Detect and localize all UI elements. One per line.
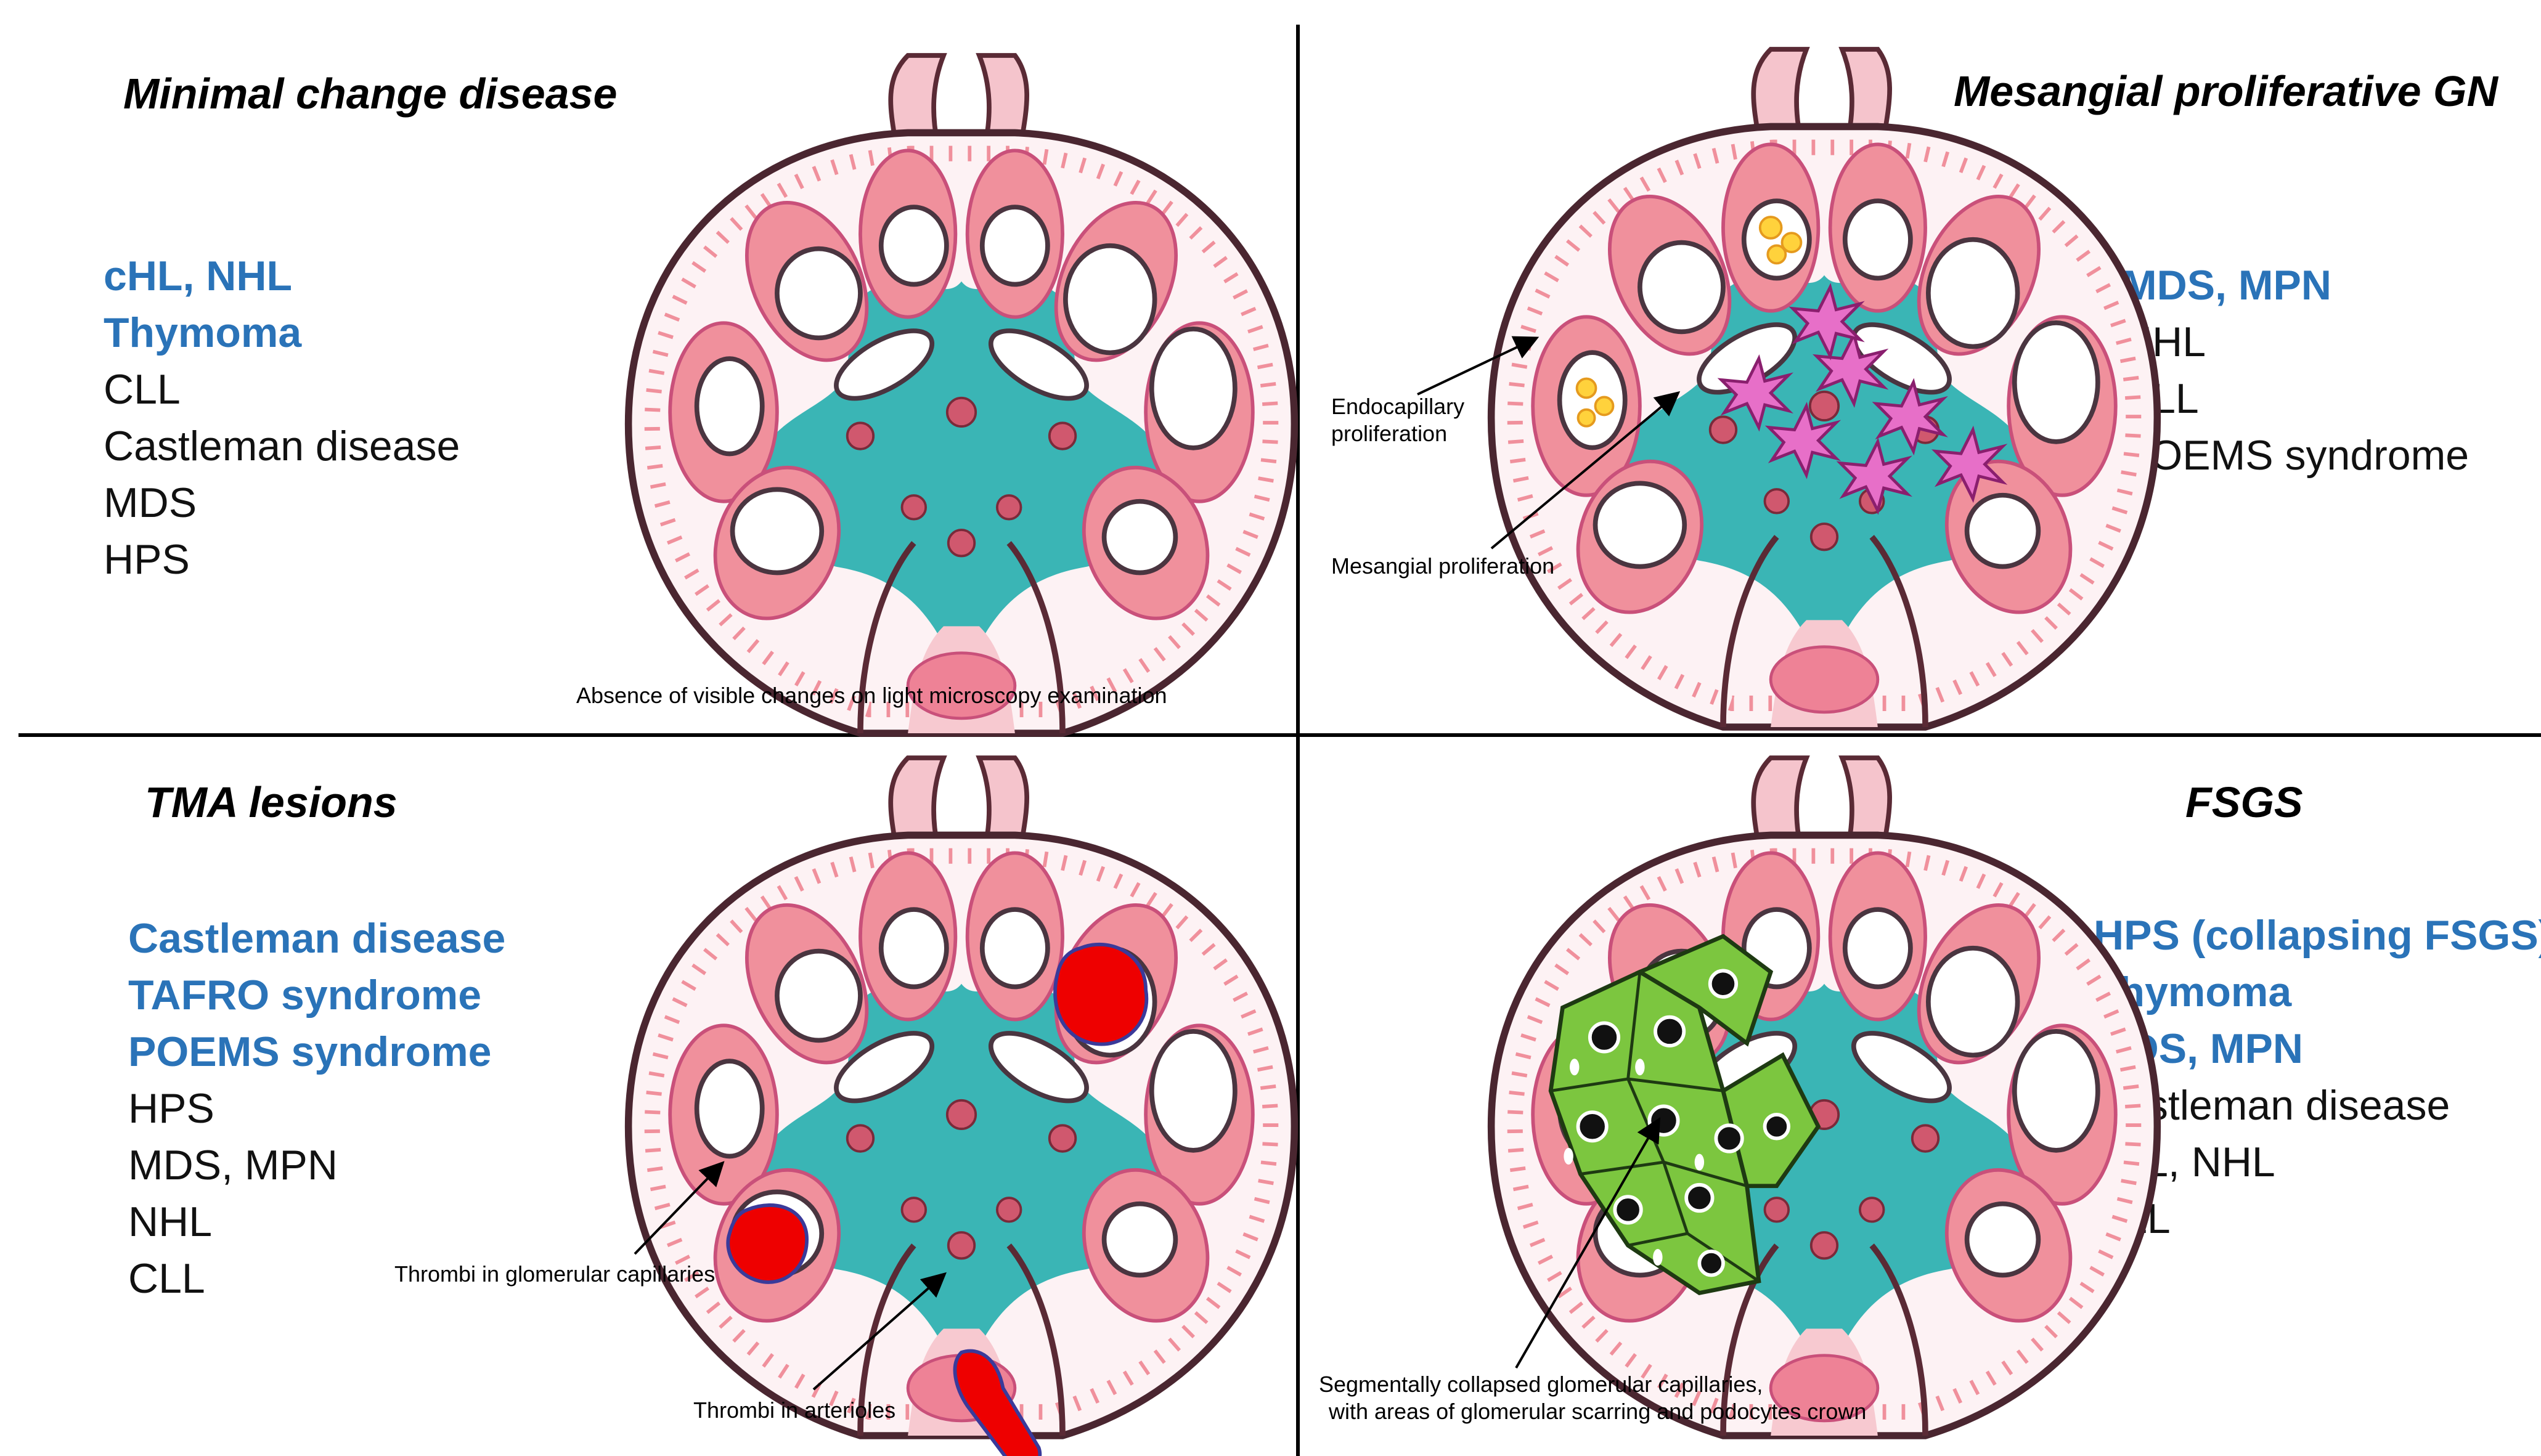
panel-title-fsgs: FSGS <box>2185 778 2303 826</box>
list-item: Thymoma <box>104 309 302 356</box>
caption-endocapillary: Endocapillary proliferation <box>1331 394 1465 446</box>
glomerulus-illustration-fsgs <box>1374 758 2274 1436</box>
list-item: TAFRO syndrome <box>128 972 482 1019</box>
horizontal-divider <box>18 733 2541 737</box>
caption-mesangial-proliferation: Mesangial proliferation <box>1331 553 1555 579</box>
list-item: Castleman disease <box>128 915 506 962</box>
caption-thrombi-arterioles: Thrombi in arterioles <box>693 1397 896 1423</box>
caption-thrombi-capillaries: Thrombi in glomerular capillaries <box>394 1261 716 1287</box>
list-item: MDS <box>104 479 197 526</box>
arrow-mesangial <box>1490 391 1681 550</box>
list-item: HPS <box>128 1085 214 1132</box>
disease-list-tma: Castleman disease TAFRO syndrome POEMS s… <box>128 910 505 1307</box>
glomerulus-illustration-tma <box>512 758 1411 1456</box>
arrow-thrombi-arterioles <box>812 1272 947 1391</box>
list-item: HPS <box>104 536 190 583</box>
list-item: CLL <box>128 1255 205 1302</box>
arrow-thrombi-capillaries <box>634 1161 725 1255</box>
endocapillary-cells <box>1575 216 1803 428</box>
list-item: HPS (collapsing FSGS) <box>2094 912 2541 959</box>
list-item: CLL <box>104 366 181 413</box>
panel-title-tma: TMA lesions <box>145 778 398 826</box>
vertical-divider <box>1296 25 1300 1456</box>
list-item: Castleman disease <box>104 423 460 470</box>
list-item: NHL <box>128 1198 213 1245</box>
disease-list-mesangial: MDS, MPN NHL CLL POEMS syndrome <box>2122 257 2469 484</box>
podocyte-nuclei <box>1576 969 1790 1277</box>
list-item: cHL, NHL <box>104 253 292 299</box>
arrow-fsgs <box>1515 1117 1660 1369</box>
caption-no-changes: Absence of visible changes on light micr… <box>576 683 1167 708</box>
mesangial-proliferation-cells <box>1717 283 2008 515</box>
glomerulus-illustration-mesangial <box>1374 49 2274 727</box>
list-item: MDS, MPN <box>2122 262 2331 309</box>
list-item: POEMS syndrome <box>128 1028 492 1075</box>
panel-title-mcd: Minimal change disease <box>123 70 618 118</box>
panel-title-mesangial: Mesangial proliferative GN <box>1954 67 2498 115</box>
list-item: POEMS syndrome <box>2122 432 2470 479</box>
arrow-endocapillary <box>1417 336 1540 396</box>
caption-fsgs: Segmentally collapsed glomerular capilla… <box>1319 1372 1867 1424</box>
disease-list-mcd: cHL, NHL Thymoma CLL Castleman disease M… <box>104 248 460 588</box>
list-item: MDS, MPN <box>128 1142 338 1189</box>
thrombi <box>726 942 1149 1456</box>
